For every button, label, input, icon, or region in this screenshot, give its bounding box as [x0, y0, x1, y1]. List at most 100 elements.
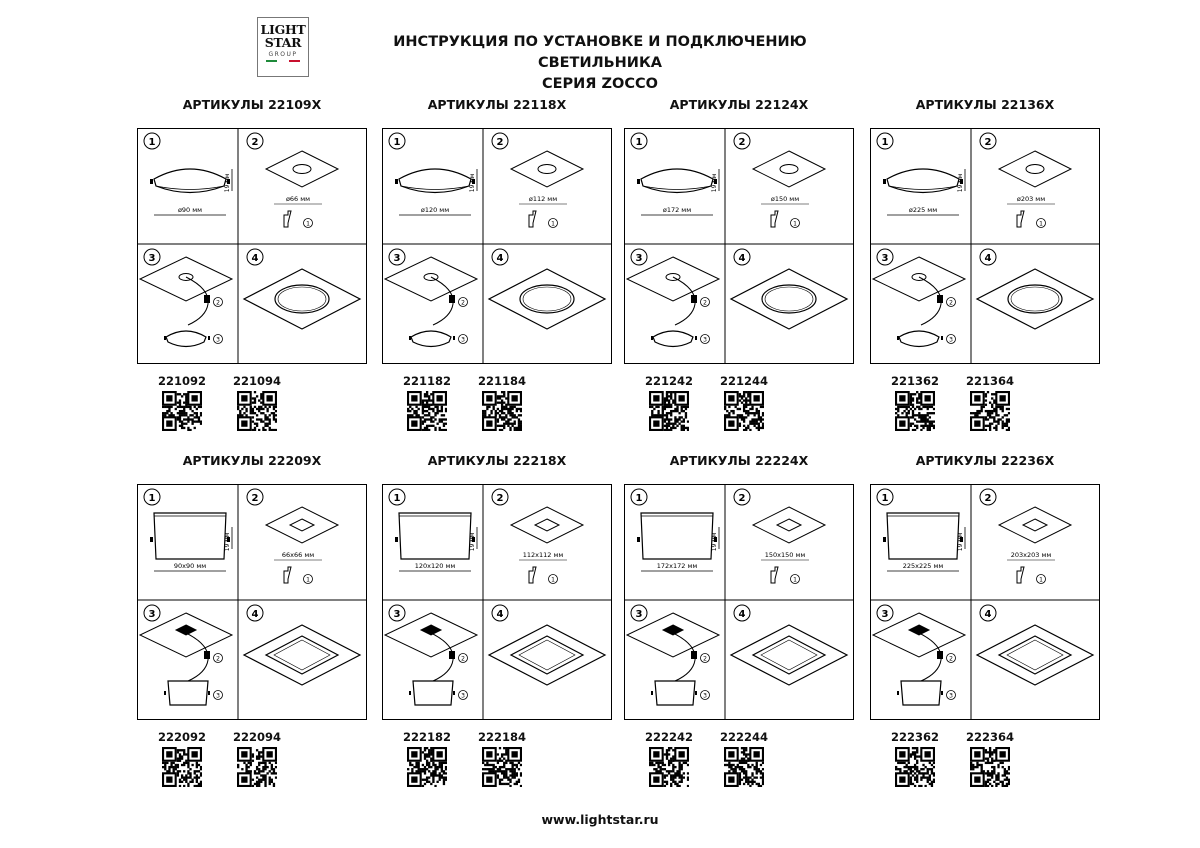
qr-code[interactable] — [161, 746, 203, 788]
group-header: АРТИКУЛЫ 22109X — [182, 97, 322, 112]
install-wire — [918, 276, 942, 326]
step-number: 2 — [739, 137, 746, 148]
step-number-circle — [630, 248, 648, 266]
step-number-circle — [143, 132, 161, 150]
step-number-circle — [733, 248, 751, 266]
svg-text:3: 3 — [461, 693, 465, 700]
step-number: 1 — [149, 493, 156, 504]
qr-code[interactable] — [894, 390, 936, 432]
fixture-side-view — [153, 512, 227, 560]
step-number: 3 — [882, 253, 889, 264]
height-label: 19 мм — [469, 533, 476, 552]
ceiling-profile — [528, 566, 537, 584]
step-number-circle — [733, 604, 751, 622]
height-label: 19 мм — [711, 533, 718, 552]
step-number: 4 — [252, 609, 259, 620]
step-number: 2 — [985, 493, 992, 504]
step-number-circle — [876, 132, 894, 150]
width-label: ø172 мм — [663, 206, 691, 214]
svg-text:1: 1 — [1039, 221, 1043, 228]
height-label: 19 мм — [224, 174, 231, 193]
svg-text:1: 1 — [1039, 577, 1043, 584]
fixture-side-view — [398, 512, 472, 560]
qr-code[interactable] — [406, 390, 448, 432]
width-label: 172x172 мм — [657, 562, 698, 570]
install-wire — [918, 632, 942, 682]
step-number-circle — [979, 488, 997, 506]
width-label: ø120 мм — [421, 206, 449, 214]
title-line-1: ИНСТРУКЦИЯ ПО УСТАНОВКЕ И ПОДКЛЮЧЕНИЮ СВ… — [393, 34, 807, 71]
qr-code[interactable] — [894, 746, 936, 788]
qr-code[interactable] — [236, 746, 278, 788]
step-number: 3 — [394, 253, 401, 264]
article-code: 221364 — [965, 374, 1014, 388]
install-fixture — [412, 680, 454, 706]
article-code: 221362 — [890, 374, 939, 388]
hole-label: 112x112 мм — [523, 551, 564, 559]
width-label: ø225 мм — [909, 206, 937, 214]
svg-text:3: 3 — [949, 693, 953, 700]
svg-text:3: 3 — [461, 337, 465, 344]
article-code: 222242 — [644, 730, 693, 744]
step-number: 4 — [739, 609, 746, 620]
article-code: 222362 — [890, 730, 939, 744]
step-number-circle — [143, 604, 161, 622]
svg-text:1: 1 — [306, 221, 310, 228]
step-number-circle — [630, 604, 648, 622]
step-number: 3 — [394, 609, 401, 620]
width-label: 225x225 мм — [903, 562, 944, 570]
step-number-circle — [630, 488, 648, 506]
step-number: 2 — [252, 493, 259, 504]
article-code: 221182 — [402, 374, 451, 388]
qr-code[interactable] — [481, 390, 523, 432]
qr-code[interactable] — [648, 746, 690, 788]
step-number: 3 — [882, 609, 889, 620]
fixture-side-view — [153, 168, 227, 194]
width-label: ø90 мм — [178, 206, 202, 214]
installed-fixture — [1007, 284, 1063, 314]
article-code: 222182 — [402, 730, 451, 744]
width-label: 120x120 мм — [415, 562, 456, 570]
step-number: 2 — [252, 137, 259, 148]
install-fixture — [654, 680, 696, 706]
step-number-circle — [491, 132, 509, 150]
qr-code[interactable] — [406, 746, 448, 788]
qr-code[interactable] — [723, 390, 765, 432]
install-wire — [185, 632, 209, 682]
svg-text:2: 2 — [703, 300, 707, 307]
install-fixture — [167, 680, 209, 706]
qr-code[interactable] — [969, 746, 1011, 788]
step-number: 1 — [882, 137, 889, 148]
fixture-side-view — [886, 168, 960, 194]
qr-code[interactable] — [969, 390, 1011, 432]
install-wire — [672, 632, 696, 682]
step-number: 2 — [497, 137, 504, 148]
step-number-circle — [246, 604, 264, 622]
step-number-circle — [630, 132, 648, 150]
qr-code[interactable] — [161, 390, 203, 432]
website-link[interactable]: www.lightstar.ru — [541, 812, 659, 827]
hole-label: ø112 мм — [529, 195, 557, 203]
installed-fixture — [509, 635, 585, 675]
title-line-2: СЕРИЯ ZOCCO — [542, 76, 658, 92]
qr-code[interactable] — [648, 390, 690, 432]
qr-code[interactable] — [236, 390, 278, 432]
qr-code[interactable] — [481, 746, 523, 788]
step-number-circle — [491, 248, 509, 266]
step-number: 1 — [636, 137, 643, 148]
article-code: 221094 — [232, 374, 281, 388]
installed-fixture — [274, 284, 330, 314]
ceiling-profile — [770, 566, 779, 584]
installed-fixture — [997, 635, 1073, 675]
step-number-circle — [876, 604, 894, 622]
step-number-circle — [246, 132, 264, 150]
ceiling-hole — [779, 164, 799, 174]
step-number-circle — [491, 604, 509, 622]
qr-code[interactable] — [723, 746, 765, 788]
step-number: 3 — [636, 253, 643, 264]
step-number-circle — [143, 488, 161, 506]
